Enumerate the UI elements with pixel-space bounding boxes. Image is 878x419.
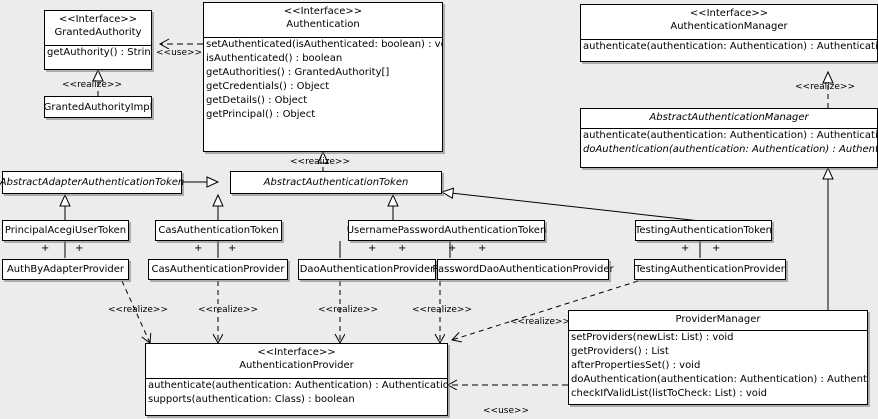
association-multiplicity: + bbox=[75, 243, 84, 254]
association-multiplicity: + bbox=[681, 243, 690, 254]
class-name-label: PrincipalAcegiUserToken bbox=[4, 225, 127, 236]
members-compartment: setAuthenticated(isAuthenticated: boolea… bbox=[204, 38, 442, 122]
association-multiplicity: + bbox=[448, 243, 457, 254]
class-name-label: PasswordDaoAuthenticationProvider bbox=[432, 264, 614, 275]
class-box-authentication-manager[interactable]: <<Interface>> AuthenticationManager auth… bbox=[580, 4, 878, 62]
member-row: setProviders(newList: List) : void bbox=[571, 332, 734, 343]
class-box-cas-authentication-token[interactable]: CasAuthenticationToken bbox=[155, 220, 282, 241]
member-row: checkIfValidList(listToCheck: List) : vo… bbox=[571, 388, 768, 399]
member-row: isAuthenticated() : boolean bbox=[206, 53, 343, 64]
relationship-label-use-provider-manager: <<use>> bbox=[483, 406, 530, 416]
member-row: getCredentials() : Object bbox=[206, 81, 330, 92]
class-name-label: AbstractAuthenticationManager bbox=[649, 112, 809, 123]
class-name-label: DaoAuthenticationProvider bbox=[299, 264, 435, 275]
class-name-label: TestingAuthenticationProvider bbox=[635, 264, 785, 275]
class-box-authentication[interactable]: <<Interface>> Authentication setAuthenti… bbox=[203, 2, 443, 152]
member-row: doAuthentication(authentication: Authent… bbox=[583, 144, 877, 155]
stereotype-label: <<Interface>> bbox=[689, 8, 769, 19]
member-row: authenticate(authentication: Authenticat… bbox=[583, 41, 877, 52]
member-row: afterPropertiesSet() : void bbox=[571, 360, 701, 371]
class-box-dao-authentication-provider[interactable]: DaoAuthenticationProvider bbox=[298, 259, 436, 280]
member-row: authenticate(authentication: Authenticat… bbox=[583, 130, 877, 141]
relationship-label-realize-abstract-authentication-manager: <<realize>> bbox=[795, 82, 855, 92]
member-row: getDetails() : Object bbox=[206, 95, 308, 106]
members-compartment: authenticate(authentication: Authenticat… bbox=[581, 129, 877, 157]
member-row: supports(authentication: Class) : boolea… bbox=[148, 394, 355, 405]
stereotype-label: <<Interface>> bbox=[58, 14, 138, 25]
relationship-label-realize-cas-authentication-provider: <<realize>> bbox=[198, 305, 258, 315]
member-row: setAuthenticated(isAuthenticated: boolea… bbox=[206, 39, 442, 50]
relationship-label-realize-auth-by-adapter-provider: <<realize>> bbox=[108, 305, 168, 315]
class-name-label: Authentication bbox=[286, 19, 360, 30]
class-box-testing-authentication-provider[interactable]: TestingAuthenticationProvider bbox=[634, 259, 786, 280]
class-box-abstract-authentication-token[interactable]: AbstractAuthenticationToken bbox=[230, 171, 442, 194]
class-box-authentication-provider[interactable]: <<Interface>> AuthenticationProvider aut… bbox=[145, 343, 448, 416]
class-name-label: AuthenticationProvider bbox=[239, 360, 354, 371]
member-row: authenticate(authentication: Authenticat… bbox=[148, 380, 447, 391]
members-compartment: authenticate(authentication: Authenticat… bbox=[146, 379, 447, 407]
association-multiplicity: + bbox=[712, 243, 721, 254]
class-box-auth-by-adapter-provider[interactable]: AuthByAdapterProvider bbox=[2, 259, 129, 280]
class-name-label: AuthByAdapterProvider bbox=[6, 264, 125, 275]
class-box-cas-authentication-provider[interactable]: CasAuthenticationProvider bbox=[148, 259, 288, 280]
association-multiplicity: + bbox=[368, 243, 377, 254]
association-multiplicity: + bbox=[41, 243, 50, 254]
class-box-password-dao-authentication-provider[interactable]: PasswordDaoAuthenticationProvider bbox=[432, 259, 614, 280]
class-box-abstract-adapter-authentication-token[interactable]: AbstractAdapterAuthenticationToken bbox=[0, 171, 185, 194]
association-multiplicity: + bbox=[398, 243, 407, 254]
stereotype-label: <<Interface>> bbox=[257, 347, 336, 358]
relationship-label-realize-testing-authentication-provider: <<realize>> bbox=[510, 317, 570, 327]
relationship-label-use-granted-authority: <<use>> bbox=[156, 48, 203, 58]
class-name-label: GrantedAuthorityImpl bbox=[43, 101, 153, 113]
members-compartment: getAuthority() : String bbox=[45, 46, 151, 60]
member-row: getAuthorities() : GrantedAuthority[] bbox=[206, 67, 390, 78]
class-name-label: AbstractAuthenticationToken bbox=[263, 177, 409, 188]
member-row: getAuthority() : String bbox=[47, 47, 151, 58]
relationship-label-realize-granted-authority-impl: <<realize>> bbox=[62, 80, 122, 90]
stereotype-label: <<Interface>> bbox=[283, 6, 363, 17]
association-multiplicity: + bbox=[228, 243, 237, 254]
class-name-label: TestingAuthenticationToken bbox=[634, 225, 773, 236]
member-row: getPrincipal() : Object bbox=[206, 109, 316, 120]
class-name-label: CasAuthenticationProvider bbox=[151, 264, 285, 275]
class-box-granted-authority[interactable]: <<Interface>> GrantedAuthority getAuthor… bbox=[44, 10, 152, 70]
class-name-label: AbstractAdapterAuthenticationToken bbox=[0, 177, 185, 188]
association-multiplicity: + bbox=[478, 243, 487, 254]
class-box-provider-manager[interactable]: ProviderManager setProviders(newList: Li… bbox=[568, 310, 868, 405]
relationship-label-realize-abstract-authentication-token: <<realize>> bbox=[290, 157, 350, 167]
class-box-granted-authority-impl[interactable]: GrantedAuthorityImpl bbox=[44, 96, 152, 118]
member-row: getProviders() : List bbox=[571, 346, 669, 357]
class-name-label: ProviderManager bbox=[675, 314, 761, 325]
class-box-username-password-authentication-token[interactable]: UsernamePasswordAuthenticationToken bbox=[346, 220, 547, 241]
members-compartment: setProviders(newList: List) : void getPr… bbox=[569, 331, 867, 401]
class-name-label: AuthenticationManager bbox=[670, 21, 788, 32]
class-name-label: UsernamePasswordAuthenticationToken bbox=[346, 225, 547, 236]
class-box-abstract-authentication-manager[interactable]: AbstractAuthenticationManager authentica… bbox=[580, 108, 878, 168]
class-box-principal-acegi-user-token[interactable]: PrincipalAcegiUserToken bbox=[2, 220, 129, 241]
member-row: doAuthentication(authentication: Authent… bbox=[571, 374, 867, 385]
relationship-label-realize-password-dao-authentication-provider: <<realize>> bbox=[412, 305, 472, 315]
association-multiplicity: + bbox=[194, 243, 203, 254]
class-name-label: CasAuthenticationToken bbox=[158, 225, 279, 236]
members-compartment: authenticate(authentication: Authenticat… bbox=[581, 40, 877, 54]
class-name-label: GrantedAuthority bbox=[54, 27, 142, 38]
class-box-testing-authentication-token[interactable]: TestingAuthenticationToken bbox=[635, 220, 772, 241]
relationship-label-realize-dao-authentication-provider: <<realize>> bbox=[318, 305, 378, 315]
